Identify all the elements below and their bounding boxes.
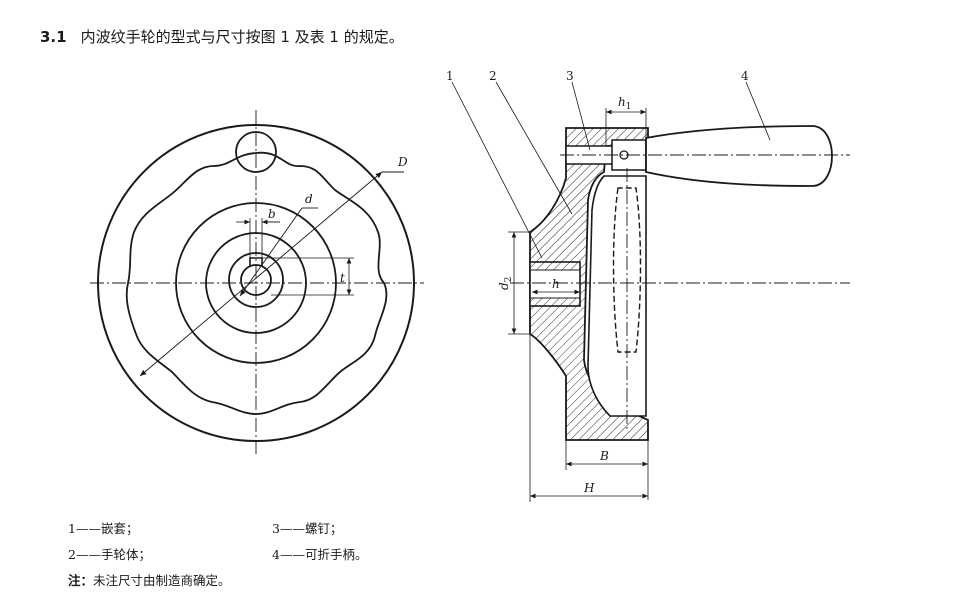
section-view (451, 81, 850, 502)
h1-sub: 1 (626, 102, 632, 112)
section-heading: 3.1 内波纹手轮的型式与尺寸按图 1 及表 1 的规定。 (40, 26, 404, 47)
dim-label-b: b (268, 207, 276, 221)
legend-item-4: 4——可折手柄。 (272, 547, 368, 562)
wheel-body-section (529, 127, 649, 441)
d2-main: d (497, 282, 511, 290)
front-view (90, 110, 424, 455)
h1-main: h (618, 95, 626, 109)
d2-sub: 2 (504, 277, 514, 283)
section-title: 内波纹手轮的型式与尺寸按图 1 及表 1 的规定。 (80, 28, 404, 46)
callout-4: 4 (741, 69, 749, 83)
dim-label-t: t (340, 271, 345, 285)
dim-label-d: d (305, 192, 313, 206)
legend-item-3: 3——螺钉； (272, 521, 343, 536)
callout-2: 2 (489, 69, 497, 83)
dim-label-B: B (599, 449, 609, 463)
dim-label-D: D (397, 155, 408, 169)
note-label: 注： (68, 573, 94, 588)
callout-3: 3 (566, 69, 574, 83)
callout-1: 1 (446, 69, 454, 83)
legend-item-2: 2——手轮体； (68, 547, 151, 562)
legend-item-1: 1——嵌套； (68, 521, 139, 536)
dim-label-h: h (552, 277, 560, 291)
note-text: 未注尺寸由制造商确定。 (93, 573, 231, 588)
section-number: 3.1 (40, 28, 67, 46)
dim-label-d2: d2 (497, 277, 514, 290)
dim-label-H: H (583, 481, 595, 495)
handle-grip (645, 125, 833, 187)
sleeve-hatch (529, 261, 581, 271)
dim-label-h1: h1 (618, 95, 631, 112)
note: 注：未注尺寸由制造商确定。 (68, 570, 231, 589)
